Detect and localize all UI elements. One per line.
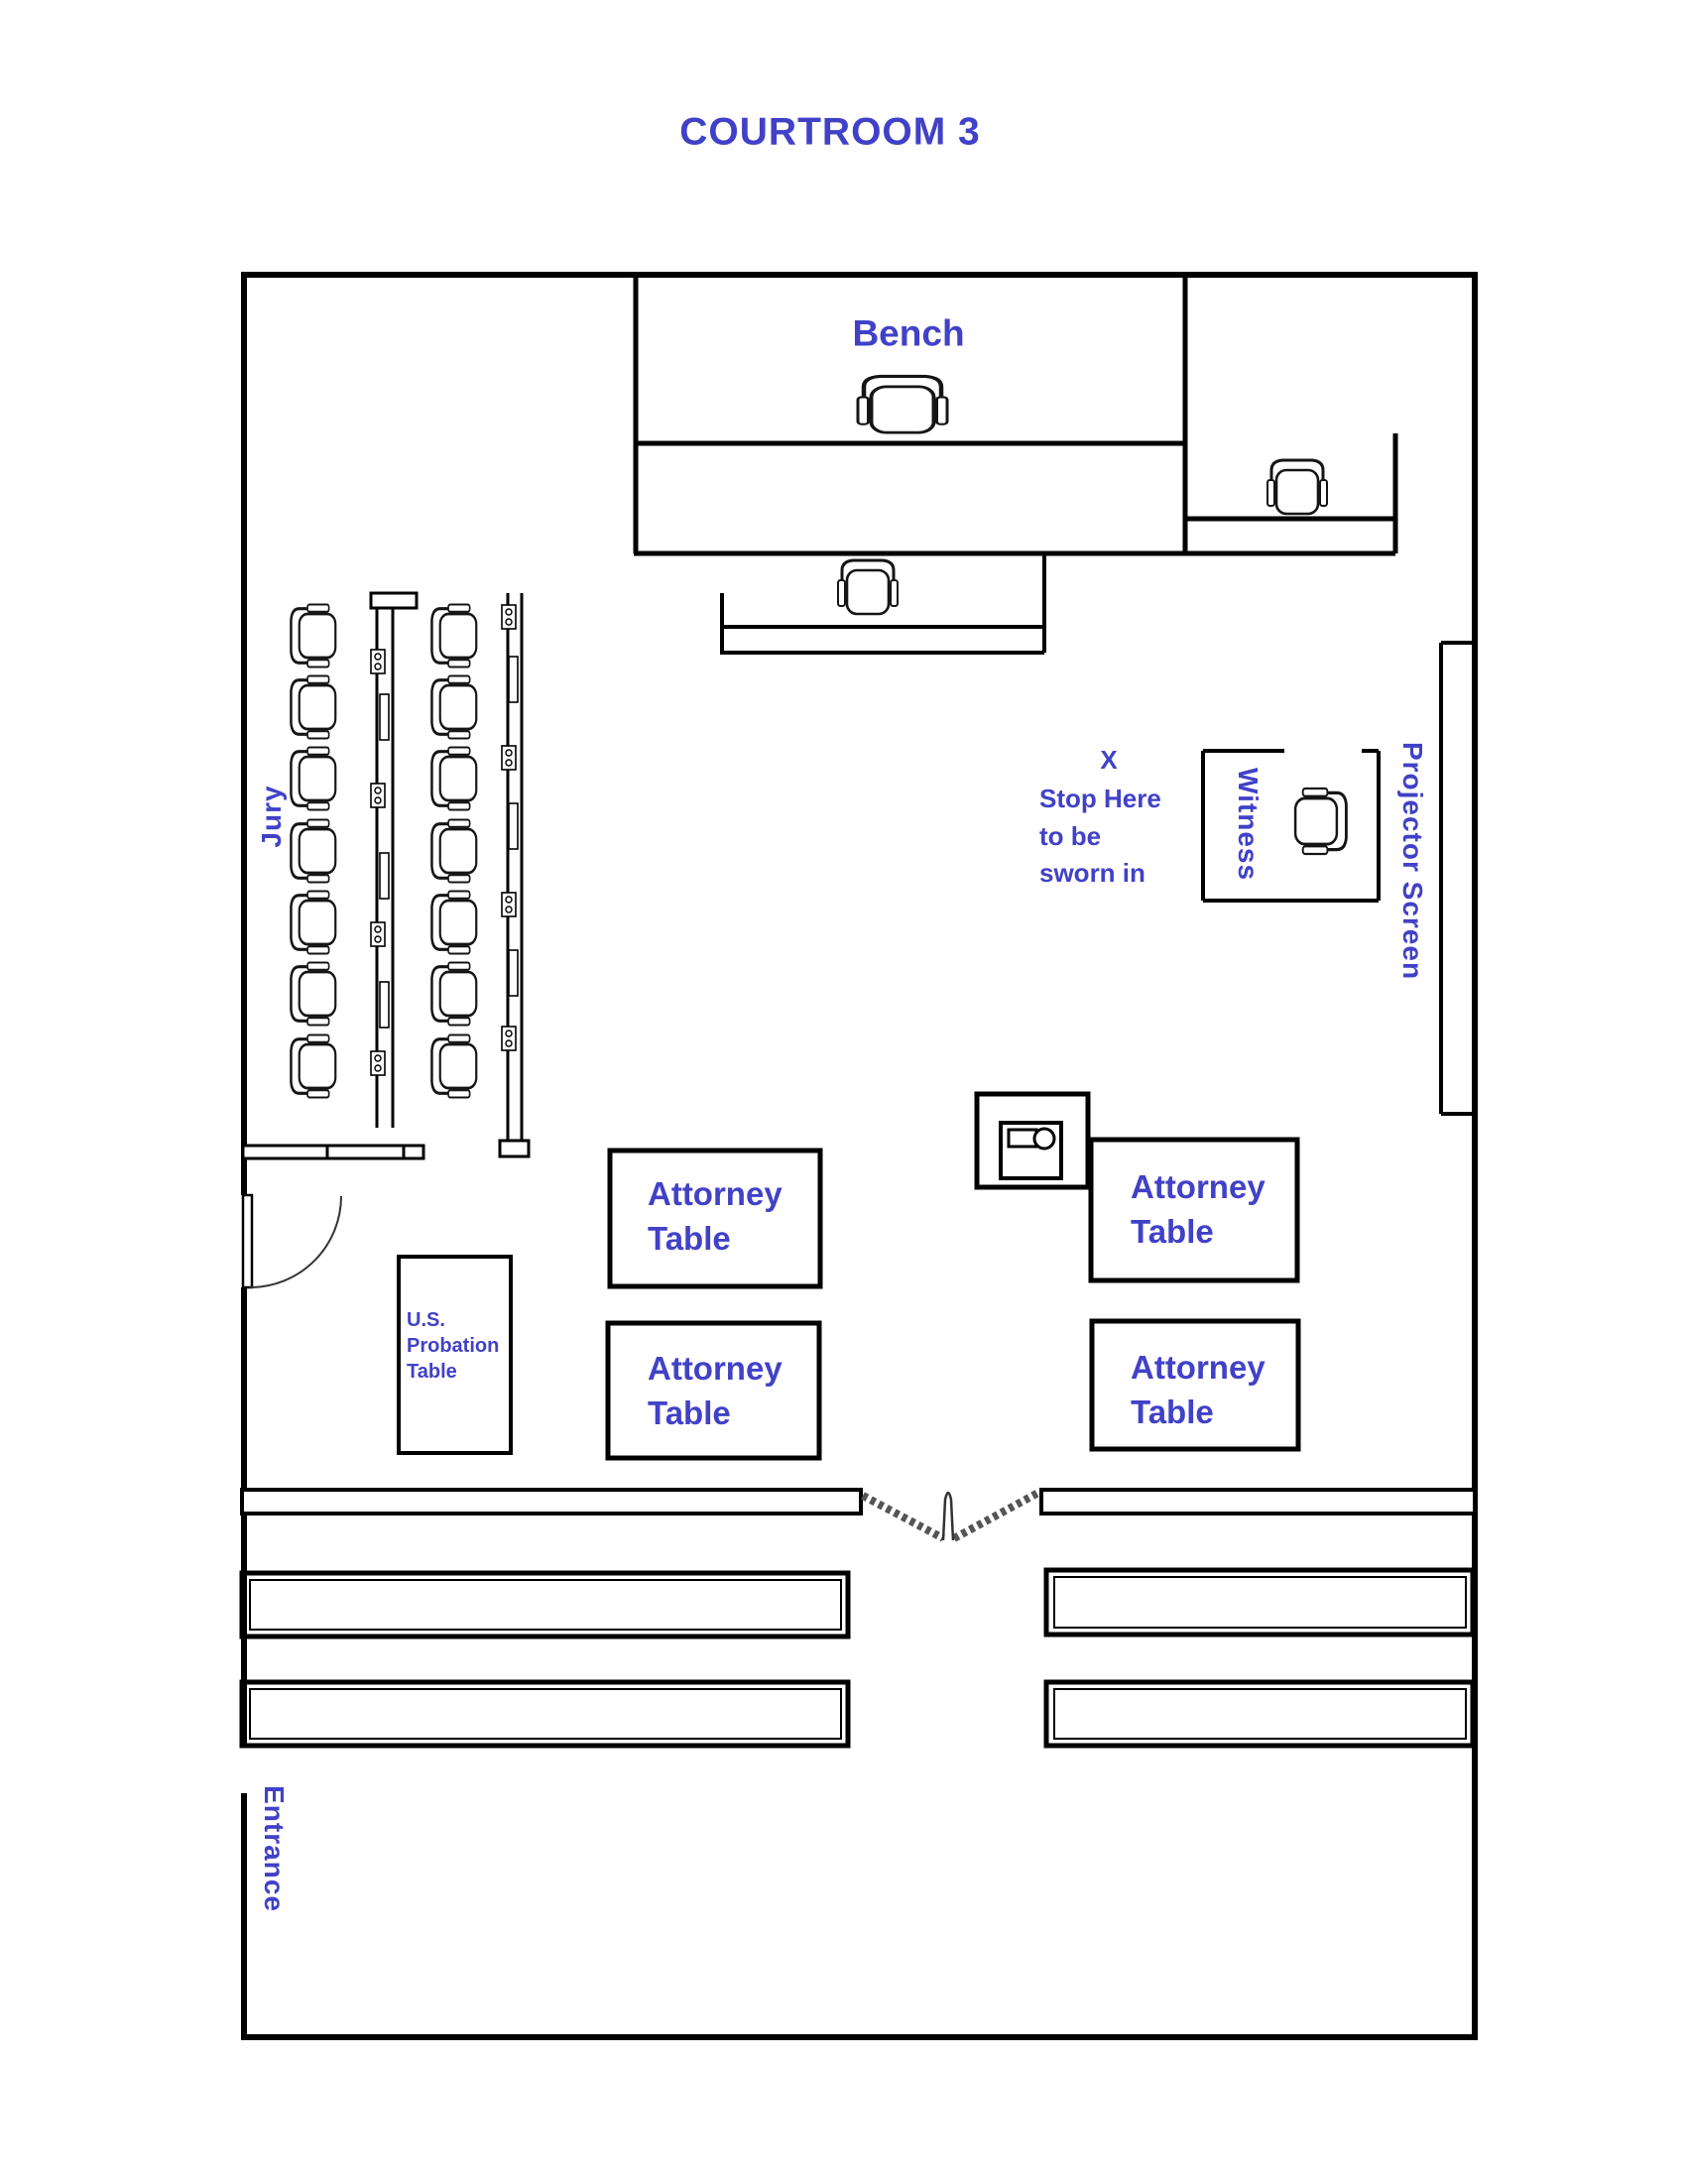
attorney-table-left-bottom <box>605 1320 822 1461</box>
attorney-table-label-line1: Attorney <box>1131 1349 1266 1386</box>
attorney-table-label: Attorney Table <box>648 1171 783 1261</box>
witness-chair-icon <box>1293 787 1349 856</box>
podium <box>974 1091 1091 1190</box>
jury-chair-icon <box>429 817 478 885</box>
gallery-bench <box>1043 1679 1476 1749</box>
attorney-table-label: Attorney Table <box>1131 1345 1266 1434</box>
jury-chair-icon <box>289 745 337 812</box>
probation-label-line3: Table <box>407 1361 457 1383</box>
gallery-bench <box>239 1679 851 1749</box>
jury-rail-foot <box>498 1139 531 1158</box>
witness-stand-chair-icon <box>1266 458 1329 516</box>
chairs <box>289 376 1349 1100</box>
probation-label-line1: U.S. <box>407 1309 445 1331</box>
witness-label: Witness <box>1233 767 1264 882</box>
attorney-table-right-top <box>1088 1137 1300 1283</box>
attorney-table-label-line1: Attorney <box>648 1175 783 1212</box>
bar-railing <box>240 1488 1477 1542</box>
jury-chair-icon <box>429 745 478 812</box>
room-walls <box>241 272 1478 2040</box>
jury-rail-top-cap <box>369 591 419 610</box>
court-reporter-chair-icon <box>836 558 900 616</box>
jury-chair-icon <box>289 817 337 885</box>
attorney-table-left-top <box>607 1148 823 1289</box>
jury-chair-icon <box>289 673 337 741</box>
attorney-table-label-line2: Table <box>648 1395 731 1431</box>
attorney-table-label: Attorney Table <box>648 1346 783 1435</box>
bar-gate <box>861 1489 1040 1542</box>
tables <box>397 1137 1301 1461</box>
jury-chair-icon <box>429 1032 478 1100</box>
us-probation-table <box>397 1255 513 1455</box>
jury-door <box>241 1193 342 1289</box>
attorney-table-label-line1: Attorney <box>1131 1168 1266 1205</box>
jury-chair-icon <box>429 960 478 1028</box>
document-camera-icon <box>1007 1128 1038 1149</box>
probation-label-line2: Probation <box>407 1335 500 1357</box>
projector-screen <box>1439 641 1475 1116</box>
jury-chair-icon <box>289 1032 337 1100</box>
entrance-label: Entrance <box>259 1785 290 1912</box>
jury-label: Jury <box>256 785 287 848</box>
gallery-bench <box>1043 1567 1476 1638</box>
bench-label: Bench <box>852 312 965 354</box>
attorney-table-label: Attorney Table <box>1131 1164 1266 1254</box>
jury-chair-icon <box>289 889 337 956</box>
us-probation-table-label: U.S. Probation Table <box>407 1307 499 1385</box>
gallery-bench <box>239 1570 851 1639</box>
jury-bottom-railing <box>241 1144 425 1160</box>
court-reporter-desk <box>720 553 1046 655</box>
sworn-in-x-marker: X <box>1100 745 1118 775</box>
jury-chair-icon <box>289 602 337 669</box>
attorney-table-label-line1: Attorney <box>648 1350 783 1387</box>
jury-box-railings <box>241 591 531 1160</box>
attorney-table-label-line2: Table <box>1131 1213 1214 1250</box>
gallery-benches <box>239 1567 1476 1749</box>
attorney-table-label-line2: Table <box>1131 1394 1214 1430</box>
page-title: COURTROOM 3 <box>679 110 981 154</box>
lens-icon <box>1032 1127 1056 1151</box>
attorney-table-right-bottom <box>1089 1318 1301 1452</box>
judge-chair-icon <box>858 376 947 432</box>
sworn-in-line2: to be <box>1039 821 1102 851</box>
attorney-table-label-line2: Table <box>648 1220 731 1257</box>
judge-bench-structure <box>633 275 1398 556</box>
jury-chair-icon <box>429 673 478 741</box>
projector-screen-label: Projector Screen <box>1397 741 1428 981</box>
jury-chair-icon <box>289 960 337 1028</box>
jury-chair-icon <box>429 889 478 956</box>
sworn-in-line1: Stop Here <box>1039 784 1161 813</box>
witness-box <box>1201 749 1381 903</box>
jury-chair-icon <box>429 602 478 669</box>
sworn-in-line3: sworn in <box>1039 858 1145 888</box>
